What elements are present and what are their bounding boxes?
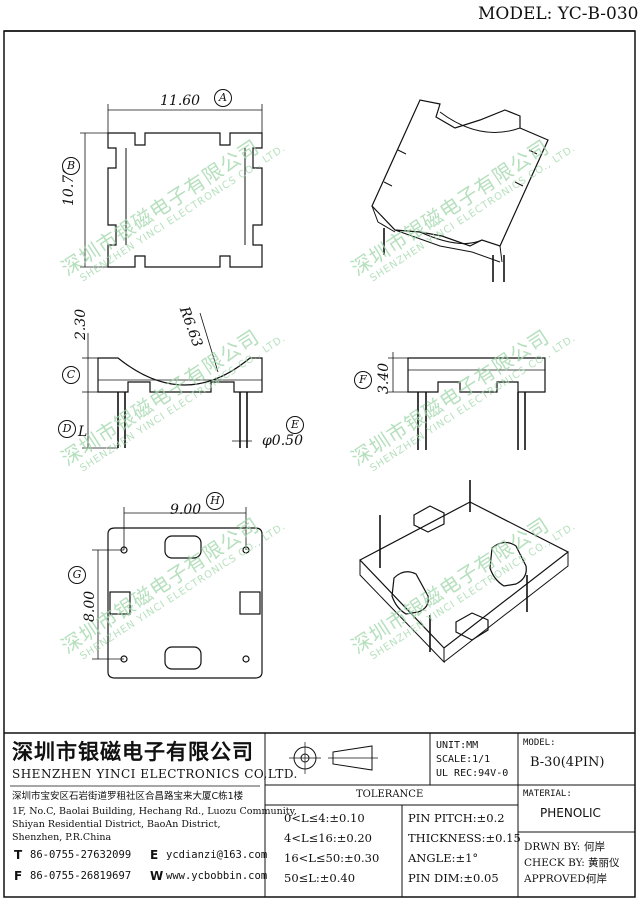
tol-pin-dim: PIN DIM:±0.05: [408, 871, 499, 885]
side-view: [388, 352, 546, 450]
approved-label: APPROVED:: [524, 873, 590, 885]
tel-label: T: [14, 848, 23, 862]
tolerance-title: TOLERANCE: [356, 789, 424, 800]
dim-side-height: 3.40: [376, 362, 392, 394]
drwn-value: 何岸: [584, 841, 605, 853]
bottom-view: [92, 507, 263, 679]
tol-angle: ANGLE:±1°: [408, 851, 479, 865]
iso-view-bottom: [359, 480, 570, 664]
web-value: www.ycbobbin.com: [166, 870, 268, 882]
fax-label: F: [14, 869, 23, 883]
scale: SCALE:1/1: [436, 754, 491, 765]
iso-view-top: [371, 99, 549, 282]
tolerance-2: 4<L≤16:±0.20: [284, 831, 372, 845]
tolerance-1: 0<L≤4:±0.10: [284, 811, 365, 825]
material-label: MATERIAL:: [523, 789, 572, 799]
tol-thickness: THICKNESS:±0.15: [408, 831, 521, 845]
check-value: 黄丽仪: [588, 857, 620, 869]
drwn-label: DRWN BY:: [524, 841, 581, 853]
dim-pin-length: L: [78, 424, 88, 440]
web-label: W: [150, 869, 164, 883]
model-value: B-30(4PIN): [530, 755, 605, 770]
model-code-header: MODEL: YC-B-030: [478, 4, 639, 24]
address-en-3: Shenzhen, P.R.China: [12, 832, 112, 843]
marker-d: D: [58, 420, 76, 438]
front-view: [82, 312, 263, 449]
dim-pitch-h: 9.00: [170, 502, 202, 518]
dim-width: 11.60: [160, 93, 201, 109]
marker-b: B: [62, 157, 80, 175]
top-view: [80, 104, 263, 268]
fax-value: 86-0755-26819697: [30, 870, 132, 882]
marker-e: E: [286, 416, 304, 434]
marker-f: F: [354, 371, 372, 389]
tol-pin-pitch: PIN PITCH:±0.2: [408, 811, 505, 825]
marker-h: H: [206, 492, 224, 510]
unit: UNIT:MM: [436, 740, 479, 751]
tel-value: 86-0755-27632099: [30, 849, 132, 861]
ul-rec: UL REC:94V-0: [436, 768, 509, 779]
tolerance-3: 16<L≤50:±0.30: [284, 851, 380, 865]
address-cn: 深圳市宝安区石岩街道罗租社区合昌路宝来大厦C栋1楼: [12, 791, 244, 802]
model-label: MODEL:: [523, 738, 556, 748]
address-en-2: Shiyan Residential District, BaoAn Distr…: [12, 819, 221, 830]
dim-pitch-v: 8.00: [82, 590, 98, 622]
email-value: ycdianzi@163.com: [166, 849, 268, 861]
company-name-cn: 深圳市银磁电子有限公司: [12, 740, 254, 764]
tolerance-4: 50≤L:±0.40: [284, 871, 356, 885]
marker-g: G: [68, 566, 86, 584]
approved-value: 何岸: [586, 873, 607, 885]
marker-c: C: [62, 366, 80, 384]
dim-top-height: 2.30: [73, 308, 89, 340]
marker-a: A: [214, 89, 232, 107]
dim-pin-diameter: φ0.50: [262, 433, 303, 449]
email-label: E: [150, 848, 159, 862]
address-en-1: 1F, No.C, Baolai Building, Hechang Rd., …: [12, 806, 297, 817]
title-block-lines: [4, 732, 635, 897]
material-value: PHENOLIC: [540, 806, 601, 820]
company-name-en: SHENZHEN YINCI ELECTRONICS CO,LTD.: [12, 767, 298, 781]
check-label: CHECK BY:: [524, 857, 585, 869]
